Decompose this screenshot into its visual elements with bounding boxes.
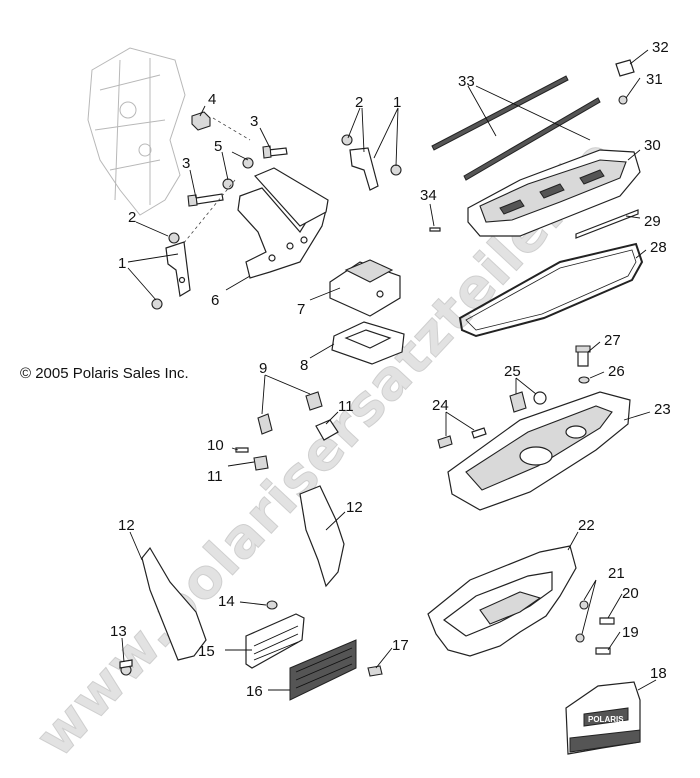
leader-lines <box>121 49 657 691</box>
callout-19: 19 <box>622 624 639 641</box>
callout-2-center: 2 <box>355 94 363 111</box>
part-15-grille <box>245 613 305 669</box>
part-24-clip <box>437 427 487 449</box>
callout-10: 10 <box>207 437 224 454</box>
callout-20: 20 <box>622 585 639 602</box>
callout-26: 26 <box>608 363 625 380</box>
callout-3-lower: 3 <box>182 155 190 172</box>
callouts: 4 3 5 3 2 1 6 2 1 7 8 9 11 10 11 12 12 1… <box>110 39 671 700</box>
callout-9: 9 <box>259 360 267 377</box>
part-2-bracket-left <box>165 232 191 297</box>
callout-3-upper: 3 <box>250 113 258 130</box>
callout-25: 25 <box>504 363 521 380</box>
part-30-storage-lid <box>467 149 641 237</box>
callout-7: 7 <box>297 301 305 318</box>
part-18-badge-panel: POLARIS <box>565 681 641 755</box>
part-21-washers <box>575 600 589 643</box>
part-5-nut <box>222 157 254 190</box>
part-26-washer <box>578 376 590 384</box>
callout-18: 18 <box>650 665 667 682</box>
part-3-bolt-lower <box>187 193 224 207</box>
part-12-side-panel-left <box>141 546 207 661</box>
callout-31: 31 <box>646 71 663 88</box>
callout-2-left: 2 <box>128 209 136 226</box>
part-17-screw <box>367 665 383 677</box>
part-13-rivet <box>119 659 133 676</box>
callout-13: 13 <box>110 623 127 640</box>
part-10-screw <box>235 447 249 453</box>
callout-17: 17 <box>392 637 409 654</box>
callout-33: 33 <box>458 73 475 90</box>
frame-ghost <box>87 47 186 216</box>
part-12-side-panel-right <box>299 485 345 588</box>
callout-28: 28 <box>650 239 667 256</box>
part-34-pin <box>429 227 441 232</box>
callout-11-upper: 11 <box>338 398 354 415</box>
callout-8: 8 <box>300 357 308 374</box>
part-31-grommet <box>618 95 628 105</box>
callout-15: 15 <box>198 643 215 660</box>
callout-16: 16 <box>246 683 263 700</box>
part-3-bolt-upper <box>262 145 288 159</box>
callout-4: 4 <box>208 91 216 108</box>
callout-27: 27 <box>604 332 621 349</box>
part-4-bumper-block <box>191 111 211 131</box>
callout-34: 34 <box>420 187 437 204</box>
callout-30: 30 <box>644 137 661 154</box>
callout-24: 24 <box>432 397 449 414</box>
part-23-storage-tub <box>447 391 631 511</box>
part-19-bolt <box>595 647 611 655</box>
part-2-bracket-center <box>341 134 379 191</box>
copyright-text: © 2005 Polaris Sales Inc. <box>20 365 189 382</box>
badge-text: POLARIS <box>588 715 624 724</box>
callout-11-lower: 11 <box>207 468 223 485</box>
part-25-latch <box>509 391 547 413</box>
callout-1-center: 1 <box>393 94 401 111</box>
part-33-seals <box>431 75 601 181</box>
part-32-knob <box>615 59 635 77</box>
callout-21: 21 <box>608 565 625 582</box>
callout-29: 29 <box>644 213 661 230</box>
callout-1-left: 1 <box>118 255 126 272</box>
callout-32: 32 <box>652 39 669 56</box>
callout-12-left: 12 <box>118 517 135 534</box>
callout-14: 14 <box>218 593 235 610</box>
part-20-bolt <box>599 617 615 625</box>
part-16-mesh-screen <box>289 639 357 701</box>
part-1-screw-center <box>390 164 402 176</box>
callout-5: 5 <box>214 138 222 155</box>
part-9-clips <box>257 391 323 435</box>
callout-23: 23 <box>654 401 671 418</box>
callout-22: 22 <box>578 517 595 534</box>
part-11-clip-lower <box>253 455 269 471</box>
part-28-gasket <box>458 242 644 338</box>
part-7-module <box>329 259 401 317</box>
callout-12-right: 12 <box>346 499 363 516</box>
part-27-bolt <box>575 345 591 367</box>
part-6-front-rack-support <box>237 167 329 279</box>
part-22-front-bumper <box>427 545 577 657</box>
callout-6: 6 <box>211 292 219 309</box>
part-8-mount-plate <box>331 321 405 365</box>
part-1-screw-left <box>151 298 163 310</box>
part-14-grommet <box>266 600 278 610</box>
part-11-clip-upper <box>315 419 339 441</box>
part-29-strip <box>575 209 639 239</box>
